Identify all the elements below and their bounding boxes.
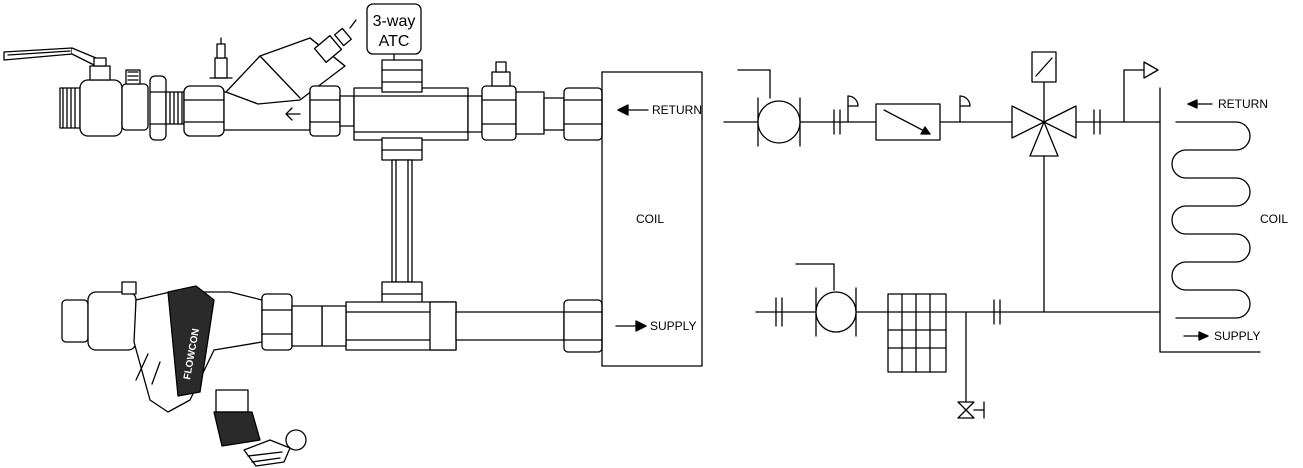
three-way-atc-fitting xyxy=(353,3,469,161)
return-unions xyxy=(467,61,603,141)
return-union-icon xyxy=(833,109,841,135)
right-supply-label: SUPPLY xyxy=(1214,329,1260,343)
supply-tee xyxy=(321,299,603,353)
right-supply-arrow-icon xyxy=(1183,331,1209,341)
flow-meter-icon xyxy=(875,103,941,141)
left-supply-arrow-icon xyxy=(615,320,647,332)
left-return-arrow-icon xyxy=(617,104,649,116)
automatic-balancing-valve xyxy=(61,281,323,467)
y-strainer xyxy=(183,19,357,137)
right-coil-label: COIL xyxy=(1260,212,1288,226)
air-vent-icon xyxy=(1123,61,1159,123)
supply-circle-valve-icon xyxy=(815,287,857,337)
left-supply-label: SUPPLY xyxy=(650,319,696,333)
right-coil-outline xyxy=(1159,87,1261,353)
ball-valve-handle xyxy=(3,47,97,67)
gauge-icon xyxy=(847,95,859,123)
right-return-arrow-icon xyxy=(1187,99,1213,109)
right-return-label: RETURN xyxy=(1218,97,1268,111)
gauge-icon xyxy=(959,95,971,123)
return-circle-valve-icon xyxy=(757,97,801,147)
left-coil-outline xyxy=(601,71,703,367)
supply-union-icon xyxy=(775,297,783,327)
left-coil-label: COIL xyxy=(636,212,664,226)
atc-label-line2: ATC xyxy=(379,33,410,50)
left-return-label: RETURN xyxy=(652,103,702,117)
drain-valve-icon xyxy=(957,311,985,419)
union-fitting xyxy=(149,75,185,141)
isolation-ball-valve xyxy=(59,57,149,137)
strainer-icon xyxy=(887,293,947,373)
coil-serpentine-icon xyxy=(1171,121,1251,319)
three-way-control-valve-icon xyxy=(1011,51,1077,157)
supply-union-icon xyxy=(993,299,1001,325)
atc-label-line1: 3-way xyxy=(373,13,416,30)
right-symbolic-schematic xyxy=(723,51,1261,419)
left-pictorial-schematic xyxy=(3,3,703,467)
union-icon xyxy=(1093,109,1101,135)
bypass-pipe xyxy=(381,159,423,309)
